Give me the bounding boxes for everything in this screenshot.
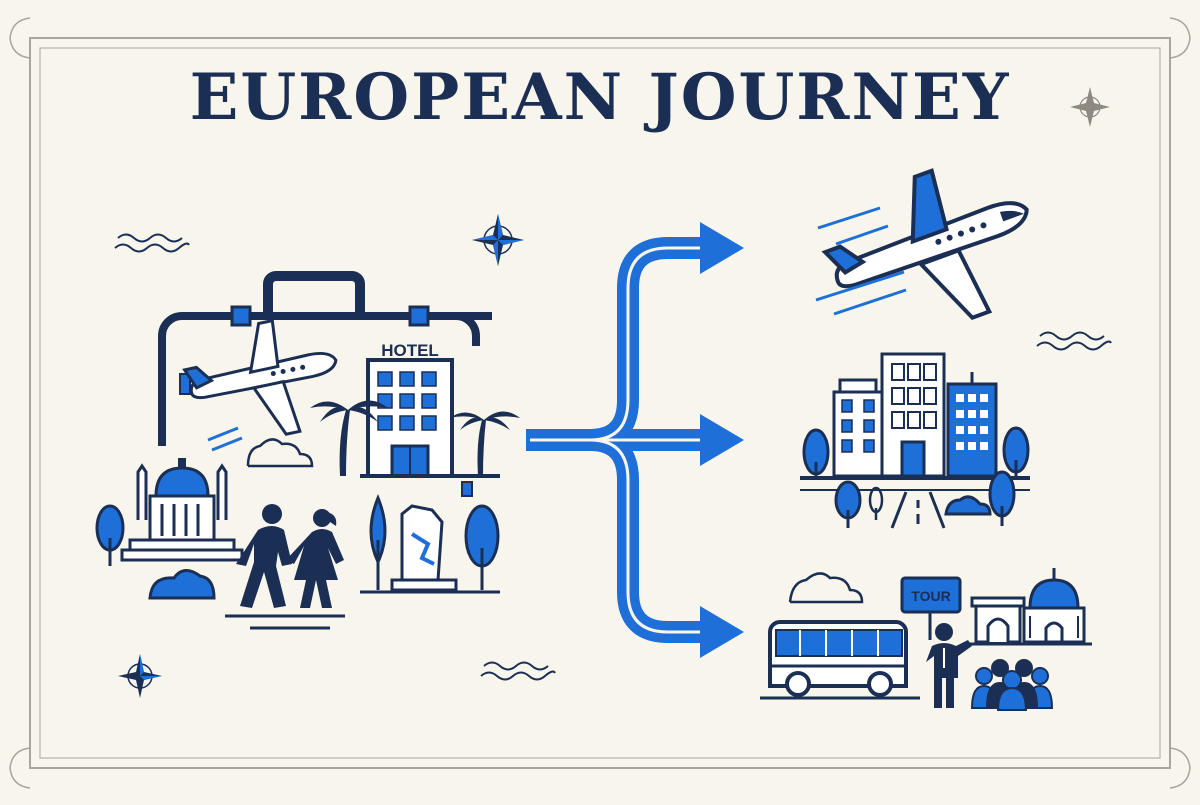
domed-building-icon — [966, 568, 1092, 646]
arrowhead-bottom — [700, 606, 744, 658]
bush-icon — [148, 569, 216, 600]
arrowhead-middle — [700, 414, 744, 466]
monument-icon — [360, 504, 500, 594]
tree-icon — [464, 504, 500, 590]
wave-icon — [114, 233, 190, 253]
tree-icon — [1002, 426, 1030, 480]
airplane-icon — [182, 318, 338, 436]
tourist-group-icon — [970, 659, 1054, 711]
path-lines — [225, 614, 345, 630]
cloud-icon — [246, 438, 314, 468]
compass-rose-icon — [118, 654, 162, 698]
tree-icon — [802, 428, 830, 480]
tree-icon — [834, 480, 862, 528]
hotel-icon — [360, 358, 500, 478]
tour-sign: TOUR — [911, 588, 950, 604]
wave-icon — [480, 661, 556, 681]
palm-tree-icon — [310, 400, 388, 476]
suitcase-icon — [158, 271, 492, 497]
tour-bus-icon — [760, 620, 920, 700]
tour-guide-icon — [900, 576, 972, 708]
hotel-sign: HOTEL — [381, 341, 439, 360]
tree-icon — [95, 504, 125, 566]
wave-icon — [1036, 331, 1112, 351]
arrowhead-top — [700, 222, 744, 274]
arch-landmark-icon — [970, 596, 1026, 644]
tree-icon — [369, 494, 387, 590]
decorative-border — [9, 17, 1191, 789]
tree-icon — [868, 486, 884, 520]
branching-arrows — [526, 222, 744, 658]
compass-rose-icon — [1070, 87, 1110, 127]
airplane-icon — [821, 168, 1029, 321]
cloud-icon — [788, 572, 864, 604]
page-title: EUROPEAN JOURNEY — [189, 60, 1011, 135]
motion-lines — [815, 206, 907, 316]
palm-tree-icon — [450, 411, 520, 476]
domed-building-icon — [120, 458, 244, 562]
walking-couple-icon — [236, 504, 344, 608]
tree-icon — [988, 470, 1016, 526]
city-buildings-icon — [800, 352, 1030, 529]
compass-rose-icon — [472, 214, 524, 266]
motion-lines — [207, 426, 243, 452]
